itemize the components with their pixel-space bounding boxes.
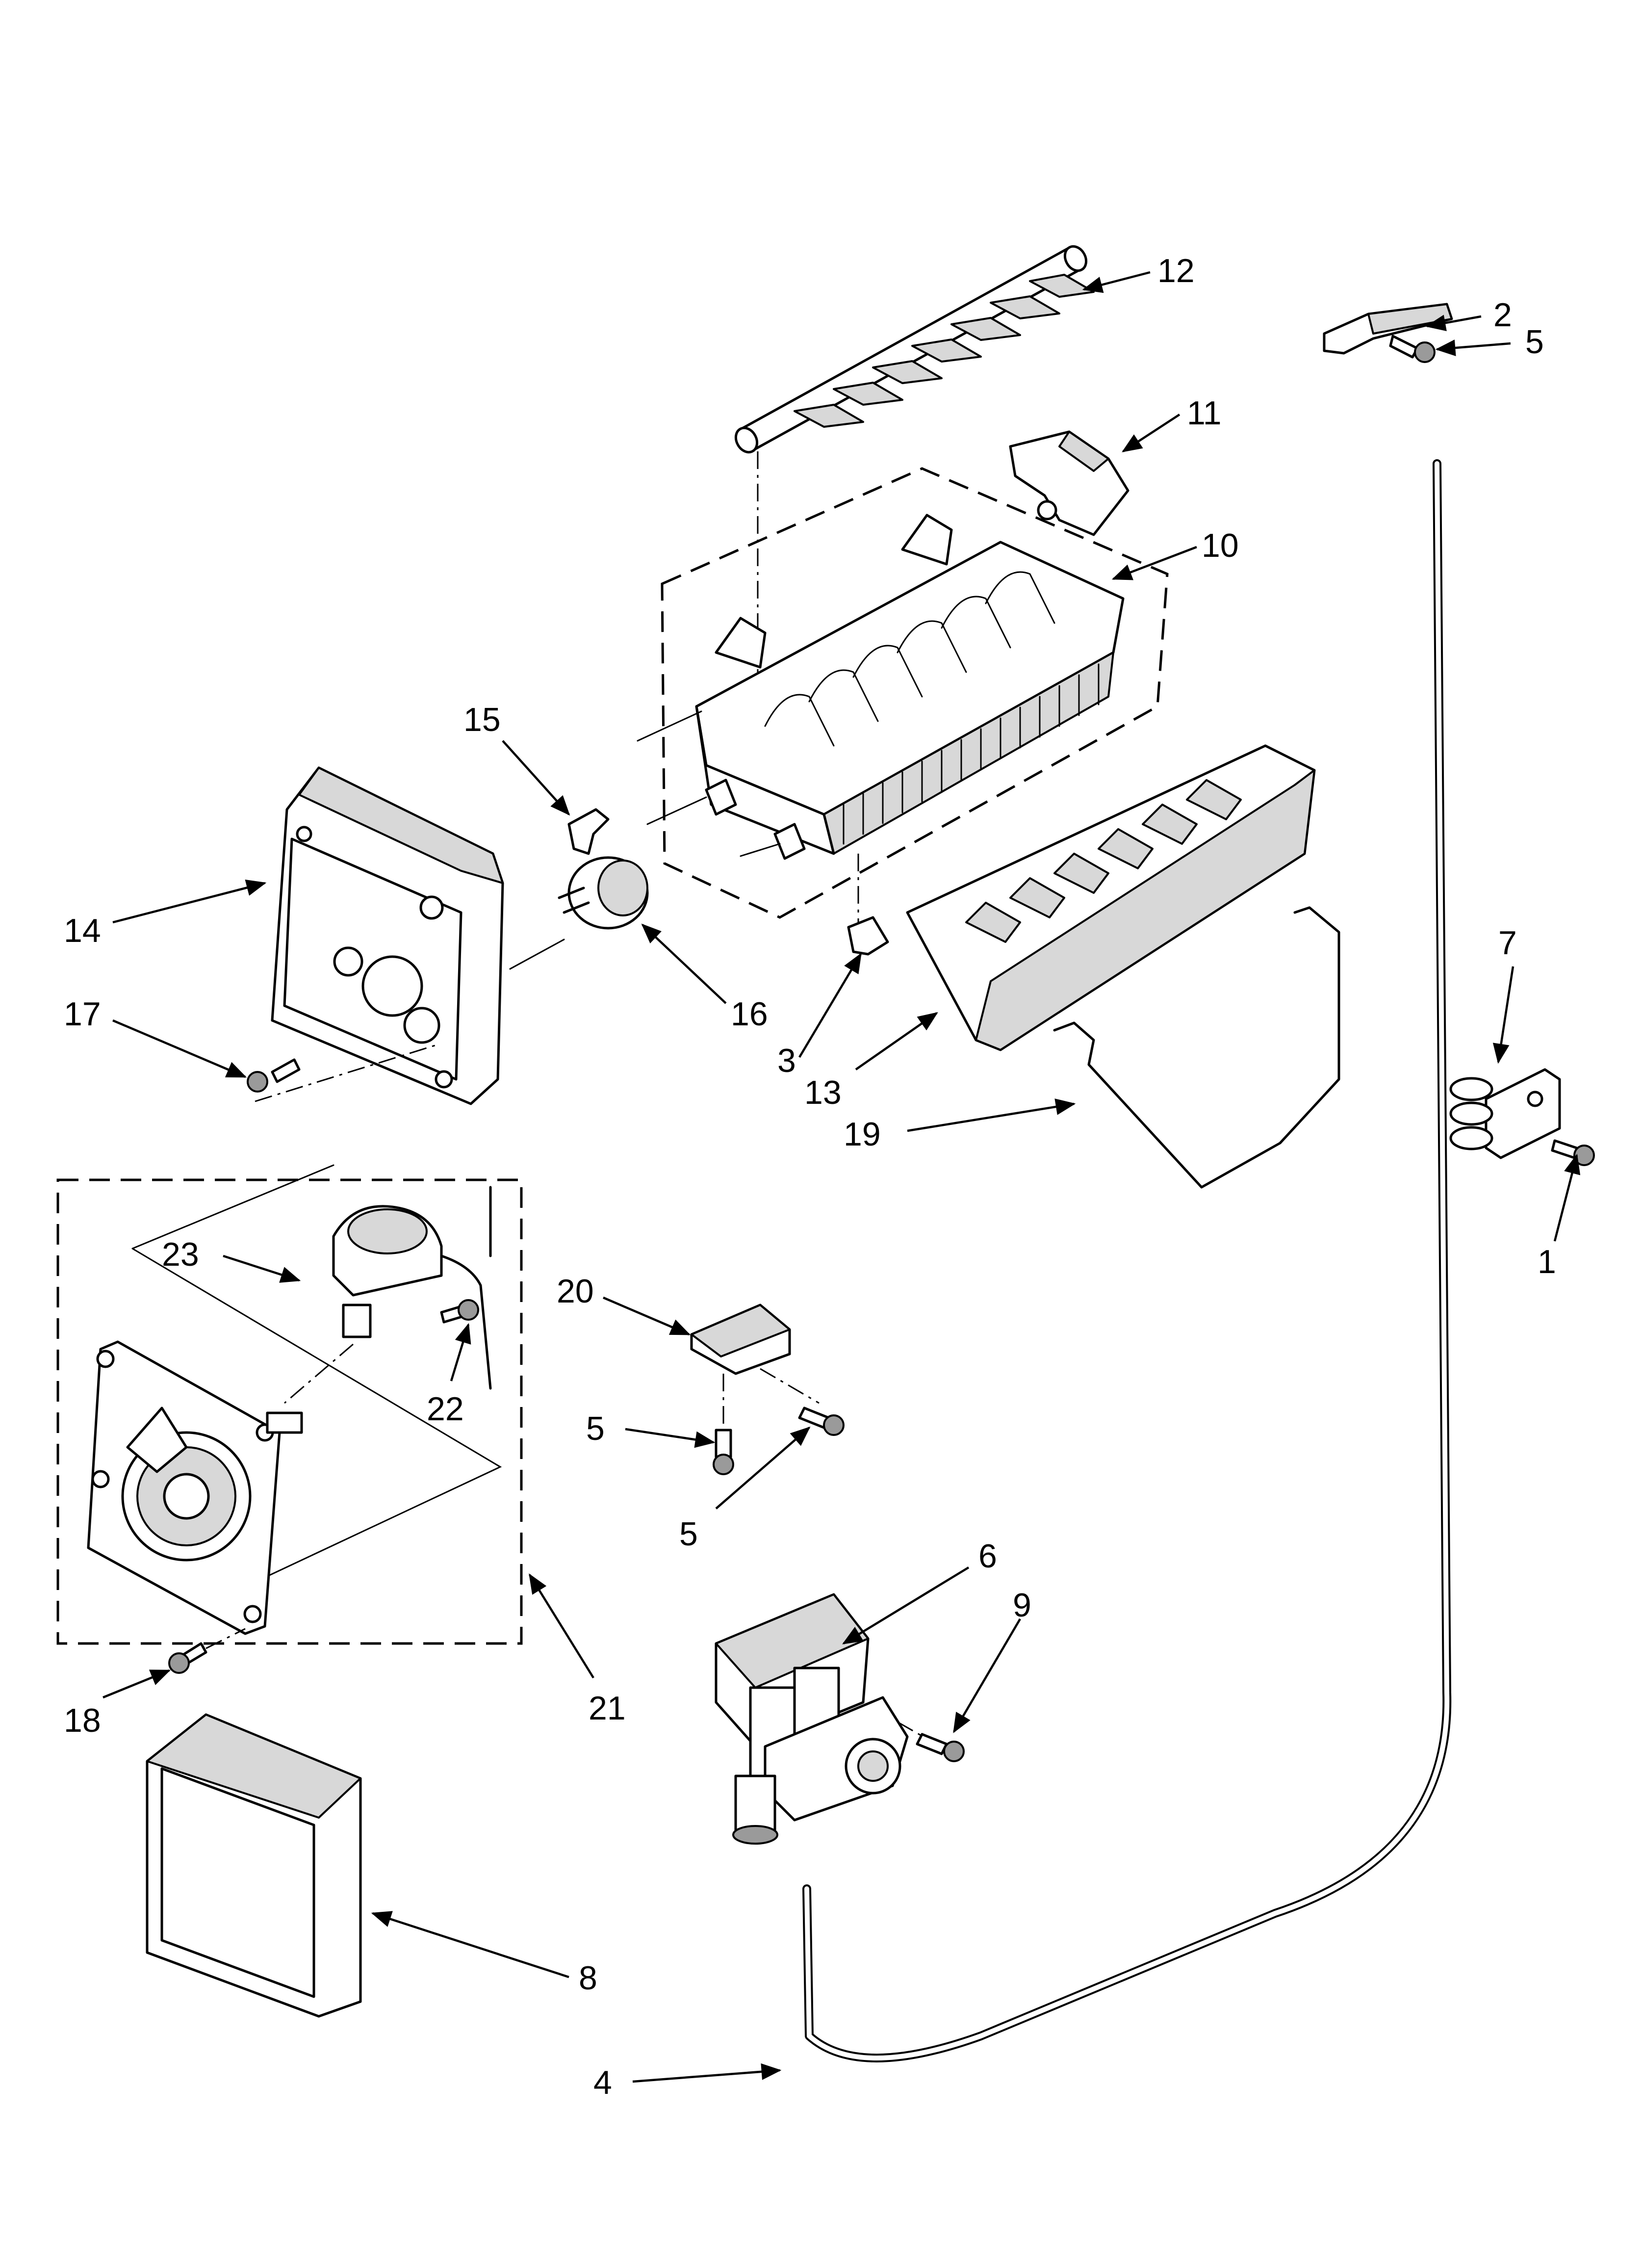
water-tube-part-4-inner xyxy=(804,461,1450,2060)
shutoff-arm-bracket-part-11 xyxy=(1009,430,1129,536)
callout-9: 9 xyxy=(1013,1587,1031,1624)
callout-21: 21 xyxy=(589,1690,626,1727)
screw-part-17 xyxy=(247,1058,301,1093)
motor-wires xyxy=(440,1186,492,1390)
callout-22: 22 xyxy=(427,1390,464,1428)
callout-5-mid-a: 5 xyxy=(586,1410,605,1447)
screw-part-18 xyxy=(168,1642,207,1674)
front-cover-part-8 xyxy=(146,1713,362,2018)
callout-16: 16 xyxy=(731,995,768,1033)
callout-23: 23 xyxy=(162,1236,199,1273)
leader-lines xyxy=(103,271,1581,2083)
shutoff-arm-part-19 xyxy=(1053,906,1340,1189)
mold-assembly-dashed-box-part-10 xyxy=(661,467,1169,919)
screw-part-5-top xyxy=(1389,335,1436,363)
callout-19: 19 xyxy=(844,1116,881,1153)
thermostat-part-16 xyxy=(558,856,649,930)
plate-screw-line xyxy=(205,1628,246,1649)
callout-3: 3 xyxy=(777,1042,796,1079)
callout-14: 14 xyxy=(64,912,101,949)
callout-15: 15 xyxy=(463,701,501,738)
clip-part-15 xyxy=(567,808,610,855)
callout-18: 18 xyxy=(64,1702,101,1739)
screw-part-5-mid-a xyxy=(713,1429,734,1475)
callout-10: 10 xyxy=(1202,527,1239,564)
screw-part-9 xyxy=(916,1733,965,1762)
callout-6: 6 xyxy=(978,1538,997,1575)
clip-part-3 xyxy=(847,916,889,956)
ejector-blade-part-12 xyxy=(734,245,1095,711)
screw-part-22 xyxy=(440,1299,479,1324)
callout-8: 8 xyxy=(579,1959,597,1997)
ice-mold-part-10 xyxy=(637,514,1125,922)
callout-labels: 1 2 3 4 5 5 5 6 7 8 9 10 11 12 13 14 15 … xyxy=(64,252,1556,2101)
bracket-part-2 xyxy=(1323,303,1453,355)
motor-part-23 xyxy=(284,1205,443,1404)
control-plate xyxy=(87,1340,303,1635)
screw-part-1 xyxy=(1551,1139,1595,1166)
callout-4: 4 xyxy=(593,2064,612,2101)
tube-clamp-part-7 xyxy=(1449,1068,1561,1159)
callout-11: 11 xyxy=(1187,394,1222,432)
water-valve-part-6 xyxy=(715,1593,909,1845)
callout-7: 7 xyxy=(1498,924,1517,962)
callout-2: 2 xyxy=(1493,296,1512,334)
callout-17: 17 xyxy=(64,995,101,1033)
bracket-screw-line-b xyxy=(760,1368,820,1404)
control-outline-lines xyxy=(131,1164,502,1581)
ice-stripper-part-13 xyxy=(906,744,1316,1051)
bracket-part-20 xyxy=(690,1303,791,1375)
callout-12: 12 xyxy=(1157,252,1195,289)
callout-5-mid-b: 5 xyxy=(679,1515,698,1553)
control-assembly-box-part-21 xyxy=(56,1178,523,1645)
callout-5-top: 5 xyxy=(1525,323,1544,361)
housing-part-14 xyxy=(271,766,504,1105)
thermostat-leader-line xyxy=(509,938,565,970)
screw-part-5-mid-b xyxy=(798,1407,845,1436)
callout-20: 20 xyxy=(557,1273,594,1310)
callout-1: 1 xyxy=(1538,1243,1556,1280)
callout-13: 13 xyxy=(804,1074,842,1111)
